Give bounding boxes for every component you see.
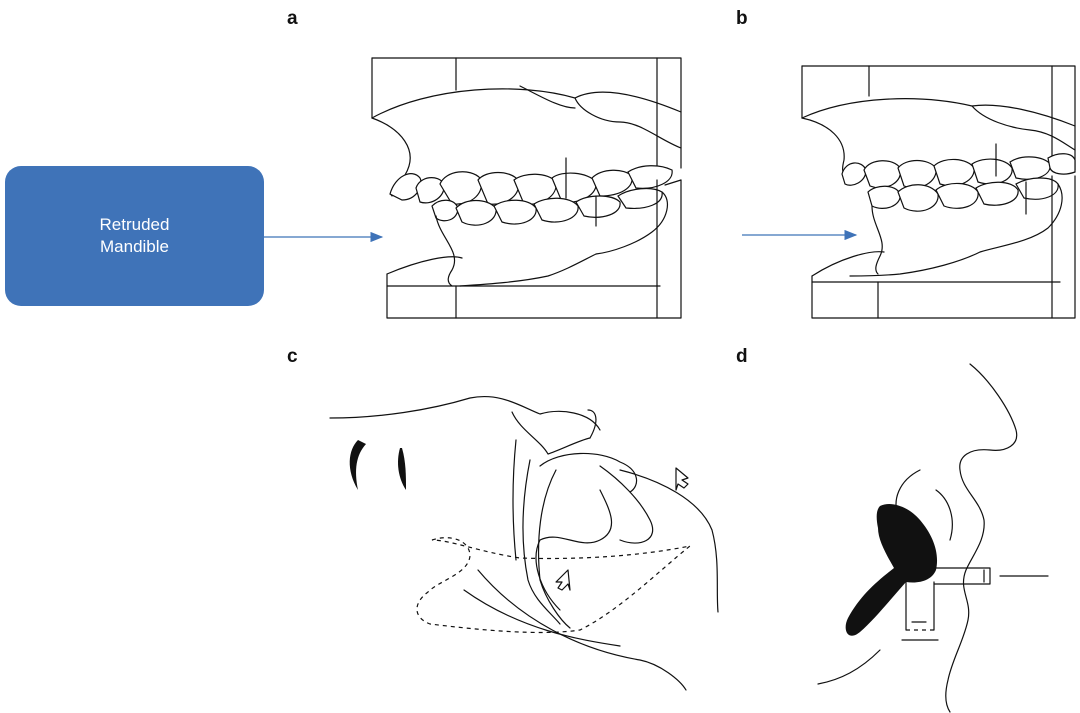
- hollow-arrow-icon: [556, 570, 570, 590]
- airway-section-c: [330, 397, 718, 690]
- dental-model-a: [372, 58, 681, 318]
- hollow-arrow-icon: [676, 468, 688, 490]
- profile-appliance-d: [818, 364, 1048, 712]
- dental-model-b: [802, 66, 1075, 318]
